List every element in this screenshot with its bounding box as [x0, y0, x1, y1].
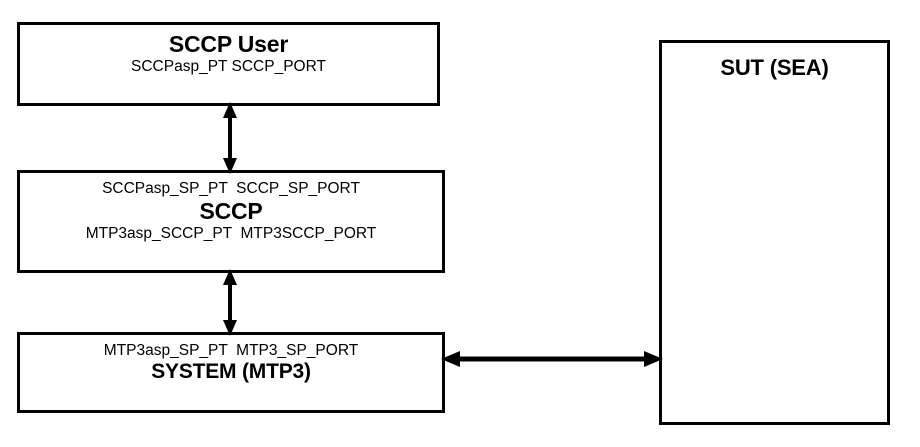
node-sccp-user-port-label: SCCPasp_PT SCCP_PORT: [131, 58, 326, 76]
node-sccp: SCCPasp_SP_PT SCCP_SP_PORT SCCP MTP3asp_…: [17, 170, 445, 273]
connector-user-to-sccp-double-arrow-icon: [223, 102, 237, 174]
node-sccp-title: SCCP: [199, 198, 263, 225]
node-sccp-user: SCCP User SCCPasp_PT SCCP_PORT: [17, 22, 440, 106]
connector-system-to-sut-double-arrow-icon: [441, 351, 663, 367]
node-sccp-lower-port-label: MTP3asp_SCCP_PT MTP3SCCP_PORT: [85, 225, 377, 243]
node-sccp-upper-port-label: SCCPasp_SP_PT SCCP_SP_PORT: [102, 180, 360, 197]
node-system-mtp3: MTP3asp_SP_PT MTP3_SP_PORT SYSTEM (MTP3): [17, 332, 445, 413]
node-sccp-user-title: SCCP User: [168, 31, 289, 57]
node-sut-sea-title: SUT (SEA): [720, 55, 829, 80]
node-sut-sea: SUT (SEA): [659, 40, 890, 425]
connector-sccp-to-system-double-arrow-icon: [223, 269, 237, 336]
node-system-mtp3-title: SYSTEM (MTP3): [151, 360, 311, 384]
node-system-mtp3-port-label: MTP3asp_SP_PT MTP3_SP_PORT: [103, 342, 359, 359]
